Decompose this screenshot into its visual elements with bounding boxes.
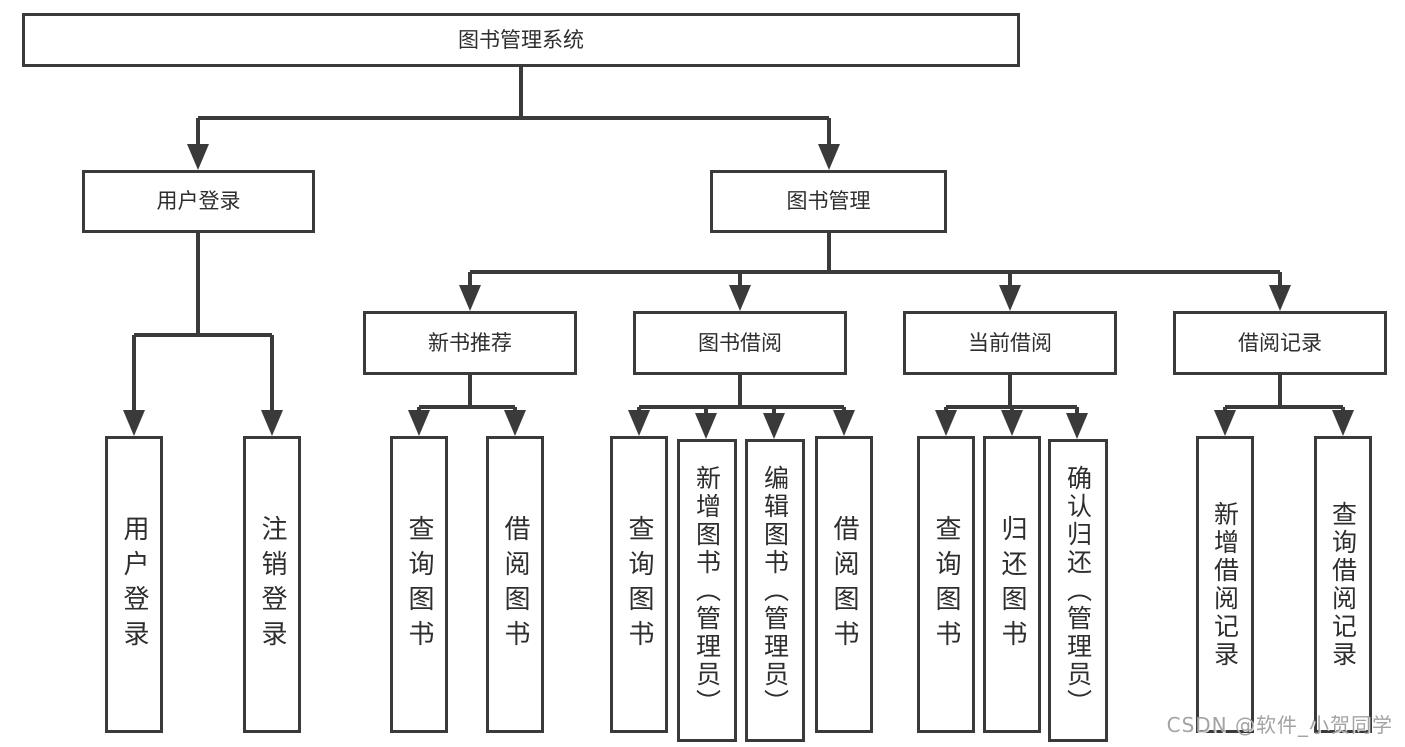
node-label: 用户登录 (119, 514, 149, 655)
arrow-down-icon (763, 413, 785, 439)
node-label: 图书管理 (786, 189, 871, 213)
node-label: 新增借阅记录 (1210, 500, 1240, 669)
arrow-down-icon (1001, 410, 1023, 436)
node-label: 归还图书 (997, 514, 1027, 655)
arrow-down-icon (695, 413, 717, 439)
node-label: 新增图书（管理员） (692, 464, 722, 717)
leaf-confirm-return-admin: 确认归还（管理员） (1048, 439, 1108, 742)
node-book-management: 图书管理 (710, 170, 947, 233)
arrow-down-icon (1214, 410, 1236, 436)
leaf-edit-book-admin: 编辑图书（管理员） (745, 439, 805, 742)
connector-line (637, 375, 846, 415)
leaf-add-borrow-record: 新增借阅记录 (1196, 436, 1254, 733)
node-label: 借阅记录 (1238, 330, 1322, 355)
arrow-down-icon (818, 144, 840, 170)
connector-line (196, 67, 831, 146)
leaf-query-books-current: 查询图书 (917, 436, 975, 733)
leaf-borrow-books-recommend: 借阅图书 (486, 436, 544, 733)
connector-line (468, 233, 1282, 287)
arrow-down-icon (187, 144, 209, 170)
node-label: 图书管理系统 (458, 27, 584, 52)
leaf-query-books-borrow: 查询图书 (610, 436, 668, 733)
arrow-down-icon (628, 410, 650, 436)
connector-line (417, 375, 517, 412)
node-label: 注销登录 (257, 514, 287, 655)
node-label: 图书借阅 (698, 330, 782, 355)
node-label: 借阅图书 (829, 514, 859, 655)
arrow-down-icon (504, 410, 526, 436)
connector-line (944, 375, 1079, 415)
connector-book-management (459, 233, 1291, 311)
node-label: 查询图书 (404, 514, 434, 655)
arrow-down-icon (1066, 413, 1088, 439)
leaf-borrow-books: 借阅图书 (815, 436, 873, 733)
node-label: 查询借阅记录 (1328, 500, 1358, 669)
connector-line (132, 233, 274, 412)
arrow-down-icon (1332, 410, 1354, 436)
connector-new-book-recommend (408, 375, 526, 436)
node-label: 用户登录 (156, 189, 241, 213)
arrow-down-icon (729, 285, 751, 311)
arrow-down-icon (261, 410, 283, 436)
leaf-return-book: 归还图书 (983, 436, 1041, 733)
arrow-down-icon (459, 285, 481, 311)
leaf-query-borrow-record: 查询借阅记录 (1314, 436, 1372, 733)
node-label: 当前借阅 (968, 330, 1052, 355)
leaf-user-login: 用户登录 (105, 436, 163, 733)
node-user-login: 用户登录 (82, 170, 315, 233)
connector-user-login (123, 233, 283, 436)
connector-root (187, 67, 840, 170)
node-new-book-recommend: 新书推荐 (363, 311, 577, 375)
watermark: CSDN @软件_小贺同学 (1166, 713, 1393, 737)
node-label: 借阅图书 (500, 514, 530, 655)
node-label: 编辑图书（管理员） (760, 464, 790, 717)
connector-borrow-records (1214, 375, 1354, 436)
leaf-add-book-admin: 新增图书（管理员） (677, 439, 737, 742)
node-label: 确认归还（管理员） (1063, 464, 1093, 717)
arrow-down-icon (408, 410, 430, 436)
leaf-query-books-recommend: 查询图书 (390, 436, 448, 733)
node-label: 新书推荐 (428, 330, 512, 355)
connector-line (1223, 375, 1345, 412)
connector-book-borrow (628, 375, 855, 439)
arrow-down-icon (999, 285, 1021, 311)
leaf-logout: 注销登录 (243, 436, 301, 733)
node-label: 查询图书 (624, 514, 654, 655)
node-label: 查询图书 (931, 514, 961, 655)
arrow-down-icon (123, 410, 145, 436)
node-borrow-records: 借阅记录 (1173, 311, 1387, 375)
connector-current-borrow (935, 375, 1088, 439)
node-book-borrow: 图书借阅 (633, 311, 847, 375)
arrow-down-icon (1269, 285, 1291, 311)
arrow-down-icon (935, 410, 957, 436)
node-library-management-system: 图书管理系统 (22, 13, 1020, 67)
arrow-down-icon (833, 410, 855, 436)
node-current-borrow: 当前借阅 (903, 311, 1117, 375)
